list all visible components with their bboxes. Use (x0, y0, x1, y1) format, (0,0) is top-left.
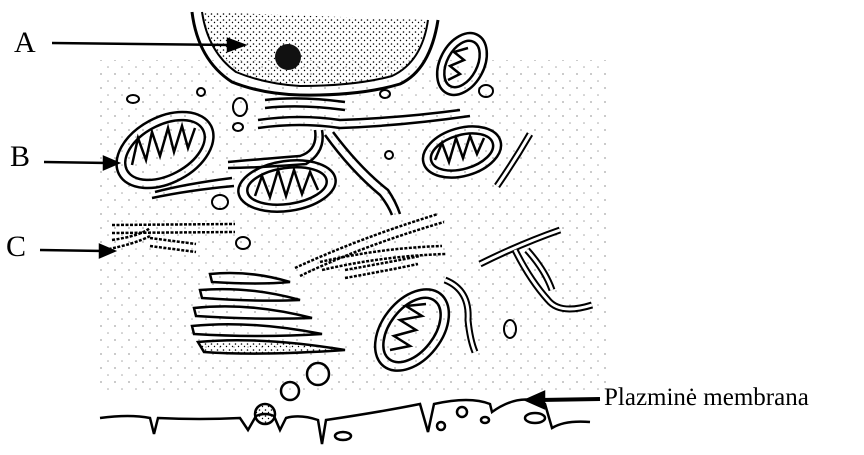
label-b: B (10, 142, 30, 172)
nucleolus (275, 44, 301, 70)
arrow-membrane (540, 399, 600, 400)
arrow-c (40, 250, 104, 251)
label-plasma-membrane: Plazminė membrana (604, 385, 809, 410)
label-a: A (14, 28, 36, 58)
arrow-membrane-head (526, 392, 544, 408)
plasma-membrane (100, 400, 590, 445)
label-c: C (6, 232, 26, 262)
arrow-b (44, 162, 108, 163)
arrow-a (52, 43, 232, 45)
